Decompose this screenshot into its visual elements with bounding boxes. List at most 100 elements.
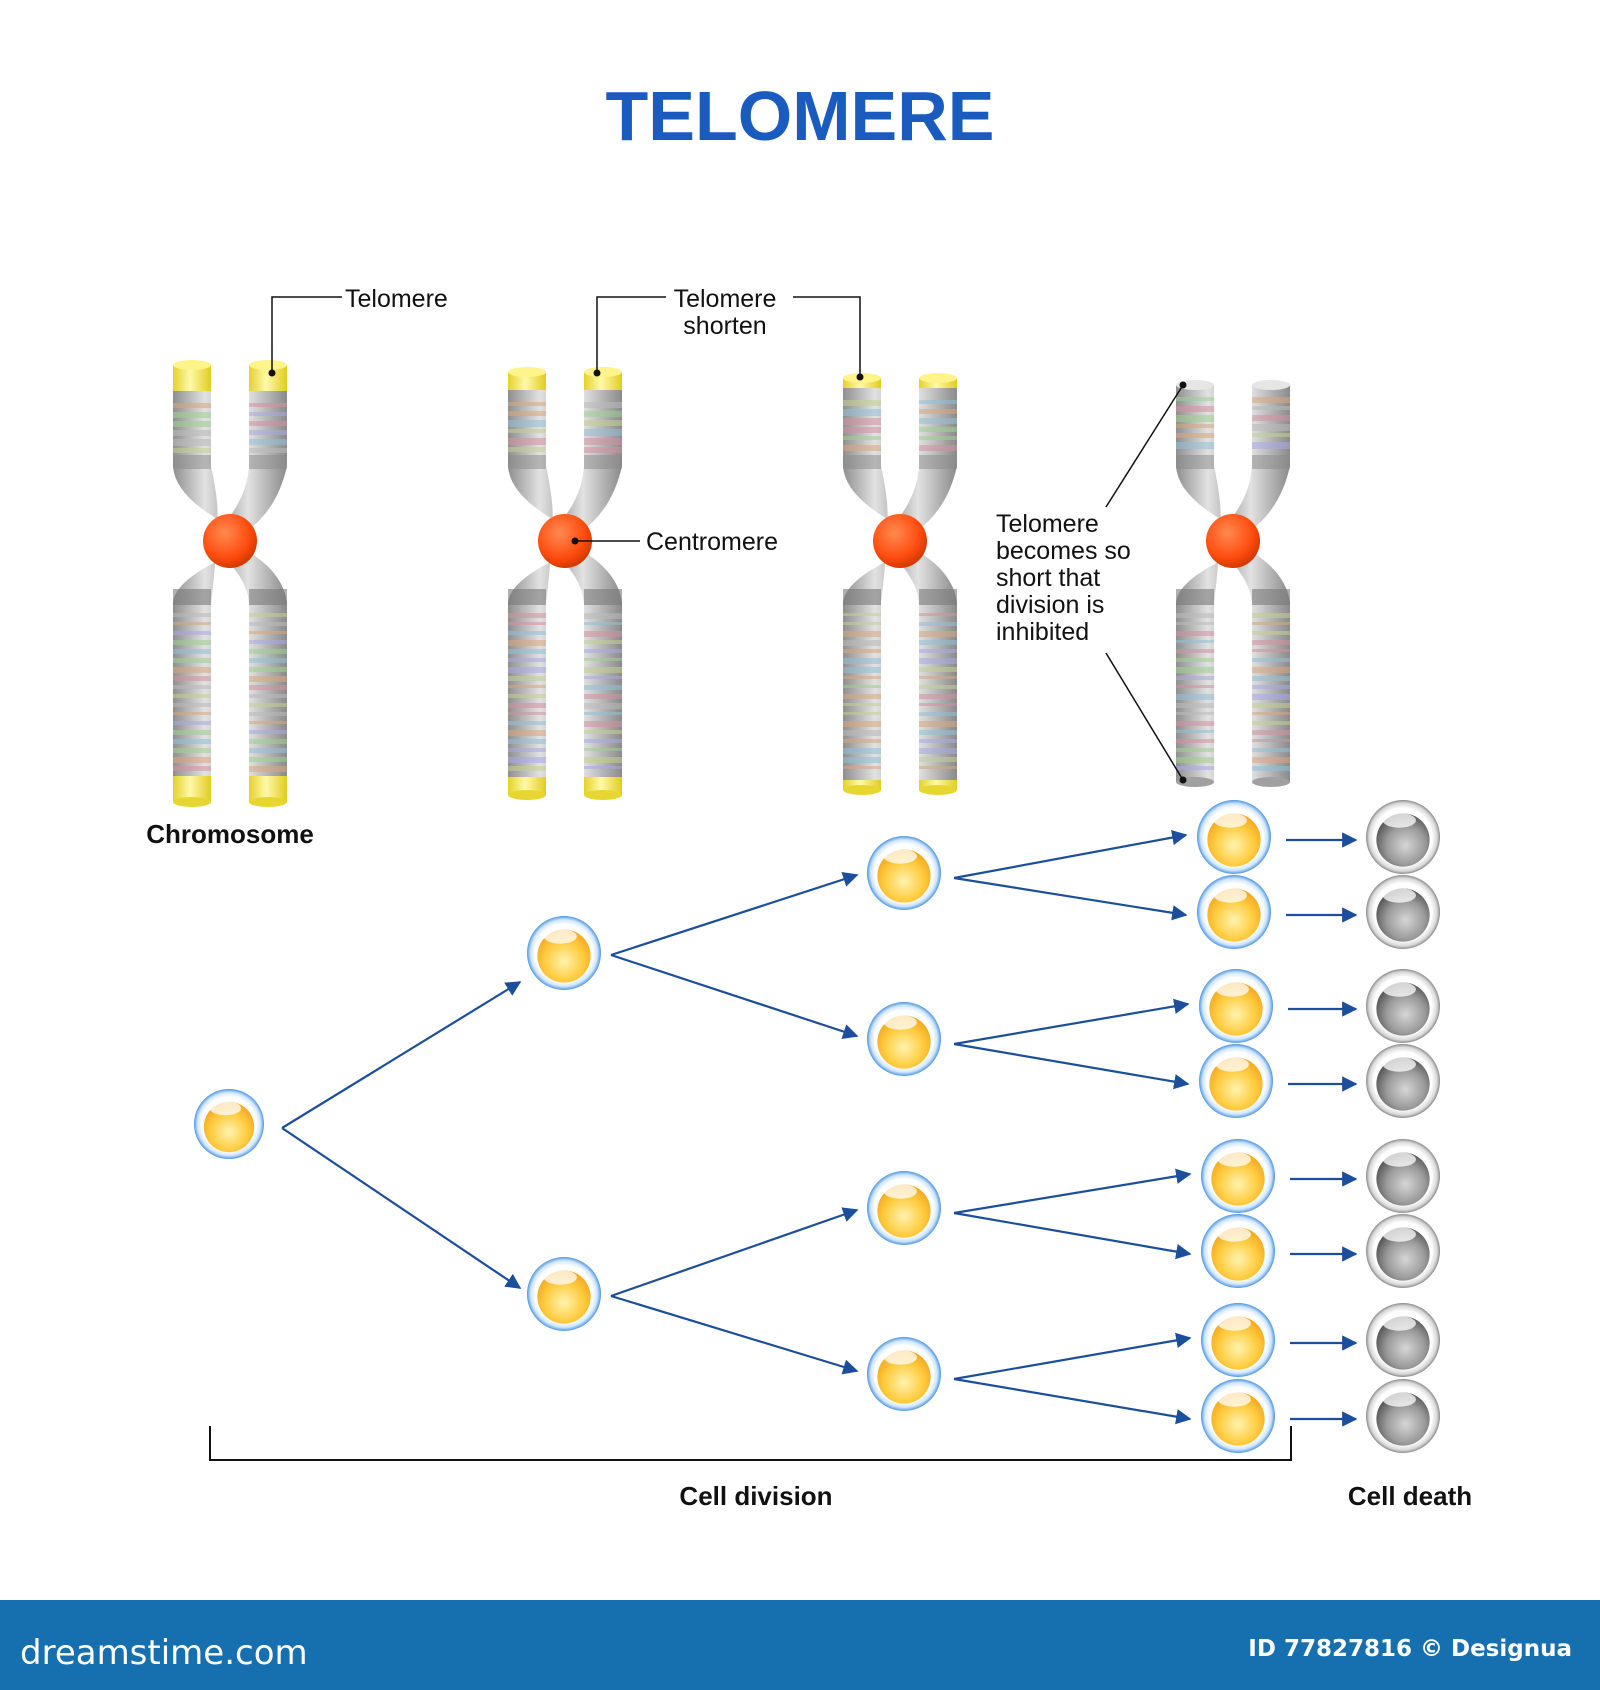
chromosome-dark-band [584,455,622,469]
chromosome-band [919,766,957,769]
chromosome-band [173,730,211,735]
footer-bar [0,1600,1600,1690]
chromosome-band [1252,397,1290,403]
chromosome-band [843,712,881,715]
division-arrow [953,998,1190,1046]
chromosome-dark-band [508,455,546,469]
chromosome-band [919,418,957,424]
chromosome-dark-band [919,589,957,605]
chromosome-1 [173,360,287,807]
chromosome-band [843,667,881,673]
chromosome-band [173,448,211,453]
chromosome-band [1176,415,1214,422]
cell-generation-3 [1197,875,1271,949]
centromere [538,514,592,568]
inhibited-label-line1: Telomere [996,510,1099,538]
chromosome-band [1176,766,1214,770]
chromosome-band [173,676,211,681]
cell-generation-3 [1201,1303,1275,1377]
dead-cell [1366,800,1440,874]
chromosome-band [919,640,957,645]
chromosome-band [508,402,546,406]
division-arrow [610,871,859,957]
chromosome-band [919,649,957,653]
chromosome-band [249,721,287,724]
chromosome-band [843,730,881,736]
chromosome-dark-band [1252,589,1290,605]
chromosome-band [1252,721,1290,725]
telomere-cap-bottom-end [919,785,957,795]
division-arrow [953,1377,1192,1425]
chromosome-band [1176,397,1214,401]
chromosome-band [249,613,287,617]
chromosome-band [1176,703,1214,708]
cell-generation-1-core [537,1270,591,1324]
chromosome-end-top [1252,380,1290,390]
chromosome-band [1176,685,1214,688]
chromosome-dark-band [249,455,287,469]
dead-cell-core [1376,1227,1430,1281]
chromosome-band [843,640,881,646]
chromosome-band [173,739,211,744]
chromosome-band [1252,766,1290,771]
chromosome-band [173,712,211,715]
chromosome-band [1252,631,1290,635]
chromosome-band [508,730,546,736]
chromosome-band [173,667,211,673]
chromosome-band [919,613,957,616]
chromosome-band [843,721,881,727]
chromosome-band [1252,442,1290,449]
chromosome-band [584,676,622,679]
chromosome-dark-band [843,455,881,469]
chromosome-band [249,757,287,762]
dead-cell-core [1376,888,1430,942]
chromosome-band [1176,739,1214,743]
chromosome-band [843,631,881,637]
telomere-cap-bottom [508,777,546,795]
chromosome-dark-band [584,589,622,605]
chromosome-band [1176,694,1214,700]
cell-generation-3-highlight [1217,1315,1251,1331]
cell-generation-3-highlight [1213,812,1247,828]
chromosome-band [508,676,546,681]
cell-generation-0 [194,1089,264,1159]
chromosome-band [173,721,211,725]
chromosome-band [584,685,622,690]
chromosome-band [173,694,211,698]
cell-generation-3-highlight [1215,1056,1249,1072]
cell-generation-2-core [877,1184,931,1238]
chromosome-band [1176,667,1214,673]
telomere-leader [271,296,342,373]
chromosome-band [508,613,546,618]
chromosome-band [173,685,211,689]
chromosome-band [843,703,881,706]
cell-generation-3 [1201,1139,1275,1213]
cell-death-label: Cell death [1348,1481,1472,1511]
chromosome-band [1252,757,1290,763]
chromosome-band [919,721,957,727]
cell-generation-3-core [1207,888,1261,942]
chromosome-band [1176,712,1214,715]
chromosome-band [249,421,287,426]
chromosome-band [1252,703,1290,708]
footer-brand: dreamstime.com [20,1633,308,1673]
chromosome-band [249,730,287,734]
chromosome-band [249,649,287,654]
chromosome-band [843,694,881,699]
chromosome-band [508,411,546,416]
telomere-shorten-leader-right [793,296,861,377]
chromosome-band [1176,622,1214,625]
cell-generation-3-highlight [1215,981,1249,997]
telomere-label: Telomere [345,285,448,313]
chromosome-dark-band [508,589,546,605]
chromosome-band [173,430,211,436]
division-arrow [610,953,859,1039]
chromosome-band [584,438,622,445]
chromosome-lower-arm [1219,549,1290,782]
division-arrow [953,1042,1190,1090]
chromosome-band [173,658,211,663]
chromosome-band [508,694,546,698]
chromosome-dark-band [1252,455,1290,469]
dead-cell-core [1376,1152,1430,1206]
cell-generation-2-highlight [883,1014,917,1030]
